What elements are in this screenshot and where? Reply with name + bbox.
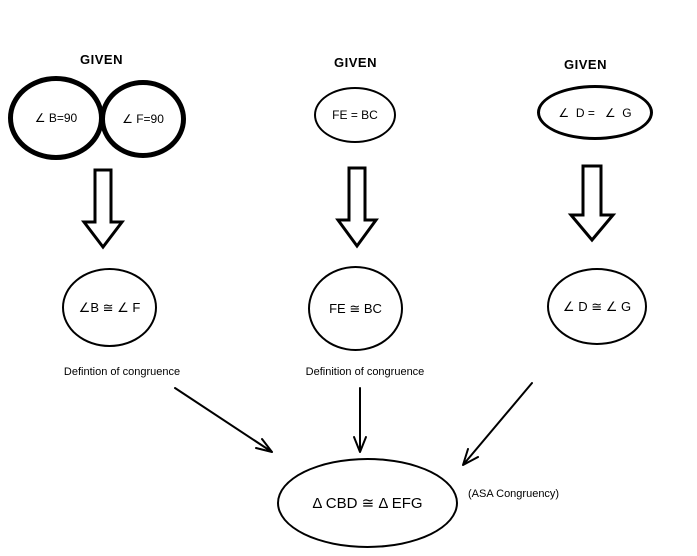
premise-ellipse-angle-b: ∠ B=90 <box>8 76 104 160</box>
conclusion-ellipse-right: ∠ D ≅ ∠ G <box>547 268 647 345</box>
conclusion-ellipse-left: ∠B ≅ ∠ F <box>62 268 157 347</box>
given-label-right: GIVEN <box>564 57 607 72</box>
given-label-left: GIVEN <box>80 52 123 67</box>
conclusion-angle-b-f-text: ∠B ≅ ∠ F <box>78 299 141 315</box>
asa-congruency-label: (ASA Congruency) <box>468 488 560 500</box>
premise-ellipse-angle-d-g: ∠ D = ∠ G <box>537 85 653 140</box>
arrow-middle-to-final <box>353 387 367 453</box>
premise-ellipse-fe-bc: FE = BC <box>314 87 396 143</box>
premise-angle-f-text: ∠ F=90 <box>122 112 164 126</box>
premise-fe-bc-text: FE = BC <box>332 108 378 122</box>
block-arrow-down-middle <box>335 166 379 249</box>
premise-ellipse-angle-f: ∠ F=90 <box>100 80 186 158</box>
block-arrow-down-right <box>567 164 617 243</box>
final-ellipse: Δ CBD ≅ Δ EFG <box>277 458 458 548</box>
conclusion-ellipse-middle: FE ≅ BC <box>308 266 403 351</box>
reason-left: Defintion of congruence <box>63 366 181 378</box>
block-arrow-down-left <box>80 168 126 250</box>
conclusion-angle-d-g-text: ∠ D ≅ ∠ G <box>562 298 632 314</box>
premise-angle-d-g-text: ∠ D = ∠ G <box>558 105 632 120</box>
premise-angle-b-text: ∠ B=90 <box>34 111 78 125</box>
given-label-middle: GIVEN <box>334 55 377 70</box>
reason-middle: Definition of congruence <box>305 366 425 378</box>
final-statement-text: Δ CBD ≅ Δ EFG <box>312 495 423 512</box>
arrow-left-to-final <box>174 387 273 453</box>
conclusion-fe-bc-text: FE ≅ BC <box>329 300 382 316</box>
arrow-right-to-final <box>462 382 533 466</box>
